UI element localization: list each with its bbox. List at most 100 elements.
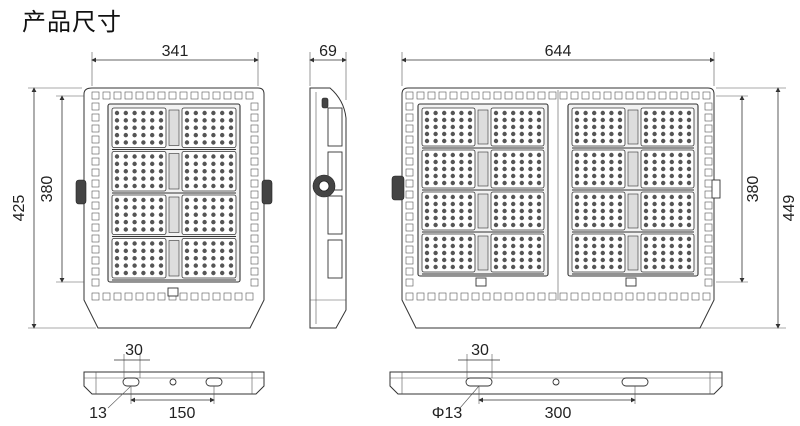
led-dot [141, 227, 146, 232]
led-dot [652, 250, 657, 256]
front-small-dimensions: 341 425 380 [11, 43, 259, 329]
led-dot [609, 264, 614, 270]
led-dot [511, 131, 516, 137]
led-dot [433, 243, 438, 249]
vent-square [250, 267, 259, 276]
led-dot [528, 124, 533, 130]
led-dot [678, 236, 683, 242]
vent-square [704, 179, 713, 188]
led-dot [450, 180, 455, 186]
vent-square [704, 190, 713, 199]
led-divider [627, 193, 639, 229]
led-dot [502, 159, 507, 165]
led-dot [661, 201, 666, 207]
vent-square [592, 91, 601, 100]
led-dot [228, 256, 234, 261]
led-dot [450, 159, 455, 165]
led-dot [502, 222, 507, 228]
led-dot [609, 236, 614, 242]
led-dot [511, 110, 516, 116]
led-module [181, 194, 237, 235]
led-divider [477, 193, 489, 229]
led-dot [519, 236, 524, 242]
led-dot [617, 236, 623, 242]
led-dot [643, 138, 649, 144]
led-dot [132, 118, 137, 123]
led-dot [643, 257, 649, 263]
led-dot [132, 219, 137, 225]
vent-square [250, 223, 259, 232]
led-dot [502, 257, 507, 263]
led-dot [114, 154, 120, 159]
led-dot [661, 243, 666, 249]
led-dot [193, 183, 198, 189]
led-module [640, 149, 695, 189]
led-dot [141, 241, 146, 246]
led-dot [467, 110, 473, 116]
led-dot [123, 125, 128, 130]
vent-square [405, 135, 414, 144]
led-dot [184, 118, 190, 123]
led-dot [424, 208, 430, 214]
vent-square [212, 91, 221, 100]
bottom-small-hole: 13 [89, 405, 107, 422]
vent-square [614, 292, 623, 301]
led-dot [661, 222, 666, 228]
vent-square [416, 91, 425, 100]
led-dot [511, 264, 516, 270]
led-dot [583, 124, 588, 130]
led-dot [141, 169, 146, 174]
led-dot [669, 194, 674, 200]
led-dot [184, 197, 190, 203]
vent-square [471, 292, 480, 301]
led-dot [583, 215, 588, 221]
led-dot [609, 117, 614, 123]
led-dot [158, 118, 164, 123]
led-dot [123, 110, 128, 116]
led-dot [617, 215, 623, 221]
led-dot [132, 140, 137, 145]
vent-square [91, 212, 100, 221]
vent-square [91, 245, 100, 254]
small-slot-left [122, 377, 140, 387]
led-dot [536, 159, 542, 165]
vent-square [245, 292, 254, 301]
led-dot [450, 194, 455, 200]
led-dot [450, 222, 455, 228]
led-dot [114, 227, 120, 232]
led-dot [150, 241, 155, 246]
led-dot [536, 236, 542, 242]
led-dot [450, 250, 455, 256]
vent-square [704, 278, 713, 287]
led-dot [617, 194, 623, 200]
led-dot [158, 212, 164, 217]
led-dot [661, 236, 666, 242]
led-dot [433, 138, 438, 144]
led-dot [574, 110, 580, 116]
led-dot [536, 250, 542, 256]
led-dot [467, 236, 473, 242]
vent-square [438, 292, 447, 301]
led-dot [502, 166, 507, 172]
vent-square [636, 91, 645, 100]
led-dot [528, 222, 533, 228]
led-dot [158, 227, 164, 232]
led-module [640, 107, 695, 147]
large-slot-left [465, 377, 493, 387]
led-dot [123, 169, 128, 174]
led-dot [450, 131, 455, 137]
led-dot [202, 212, 207, 217]
led-dot [528, 138, 533, 144]
led-dot [493, 152, 499, 158]
led-dot [609, 152, 614, 158]
vent-square [704, 146, 713, 155]
vent-square [658, 91, 667, 100]
led-dot [158, 256, 164, 261]
front-small-outer-height: 425 [11, 195, 28, 222]
vent-square [548, 292, 557, 301]
led-dot [669, 215, 674, 221]
led-dot [228, 227, 234, 232]
vent-square [190, 292, 199, 301]
led-dot [193, 270, 198, 276]
led-dot [433, 166, 438, 172]
